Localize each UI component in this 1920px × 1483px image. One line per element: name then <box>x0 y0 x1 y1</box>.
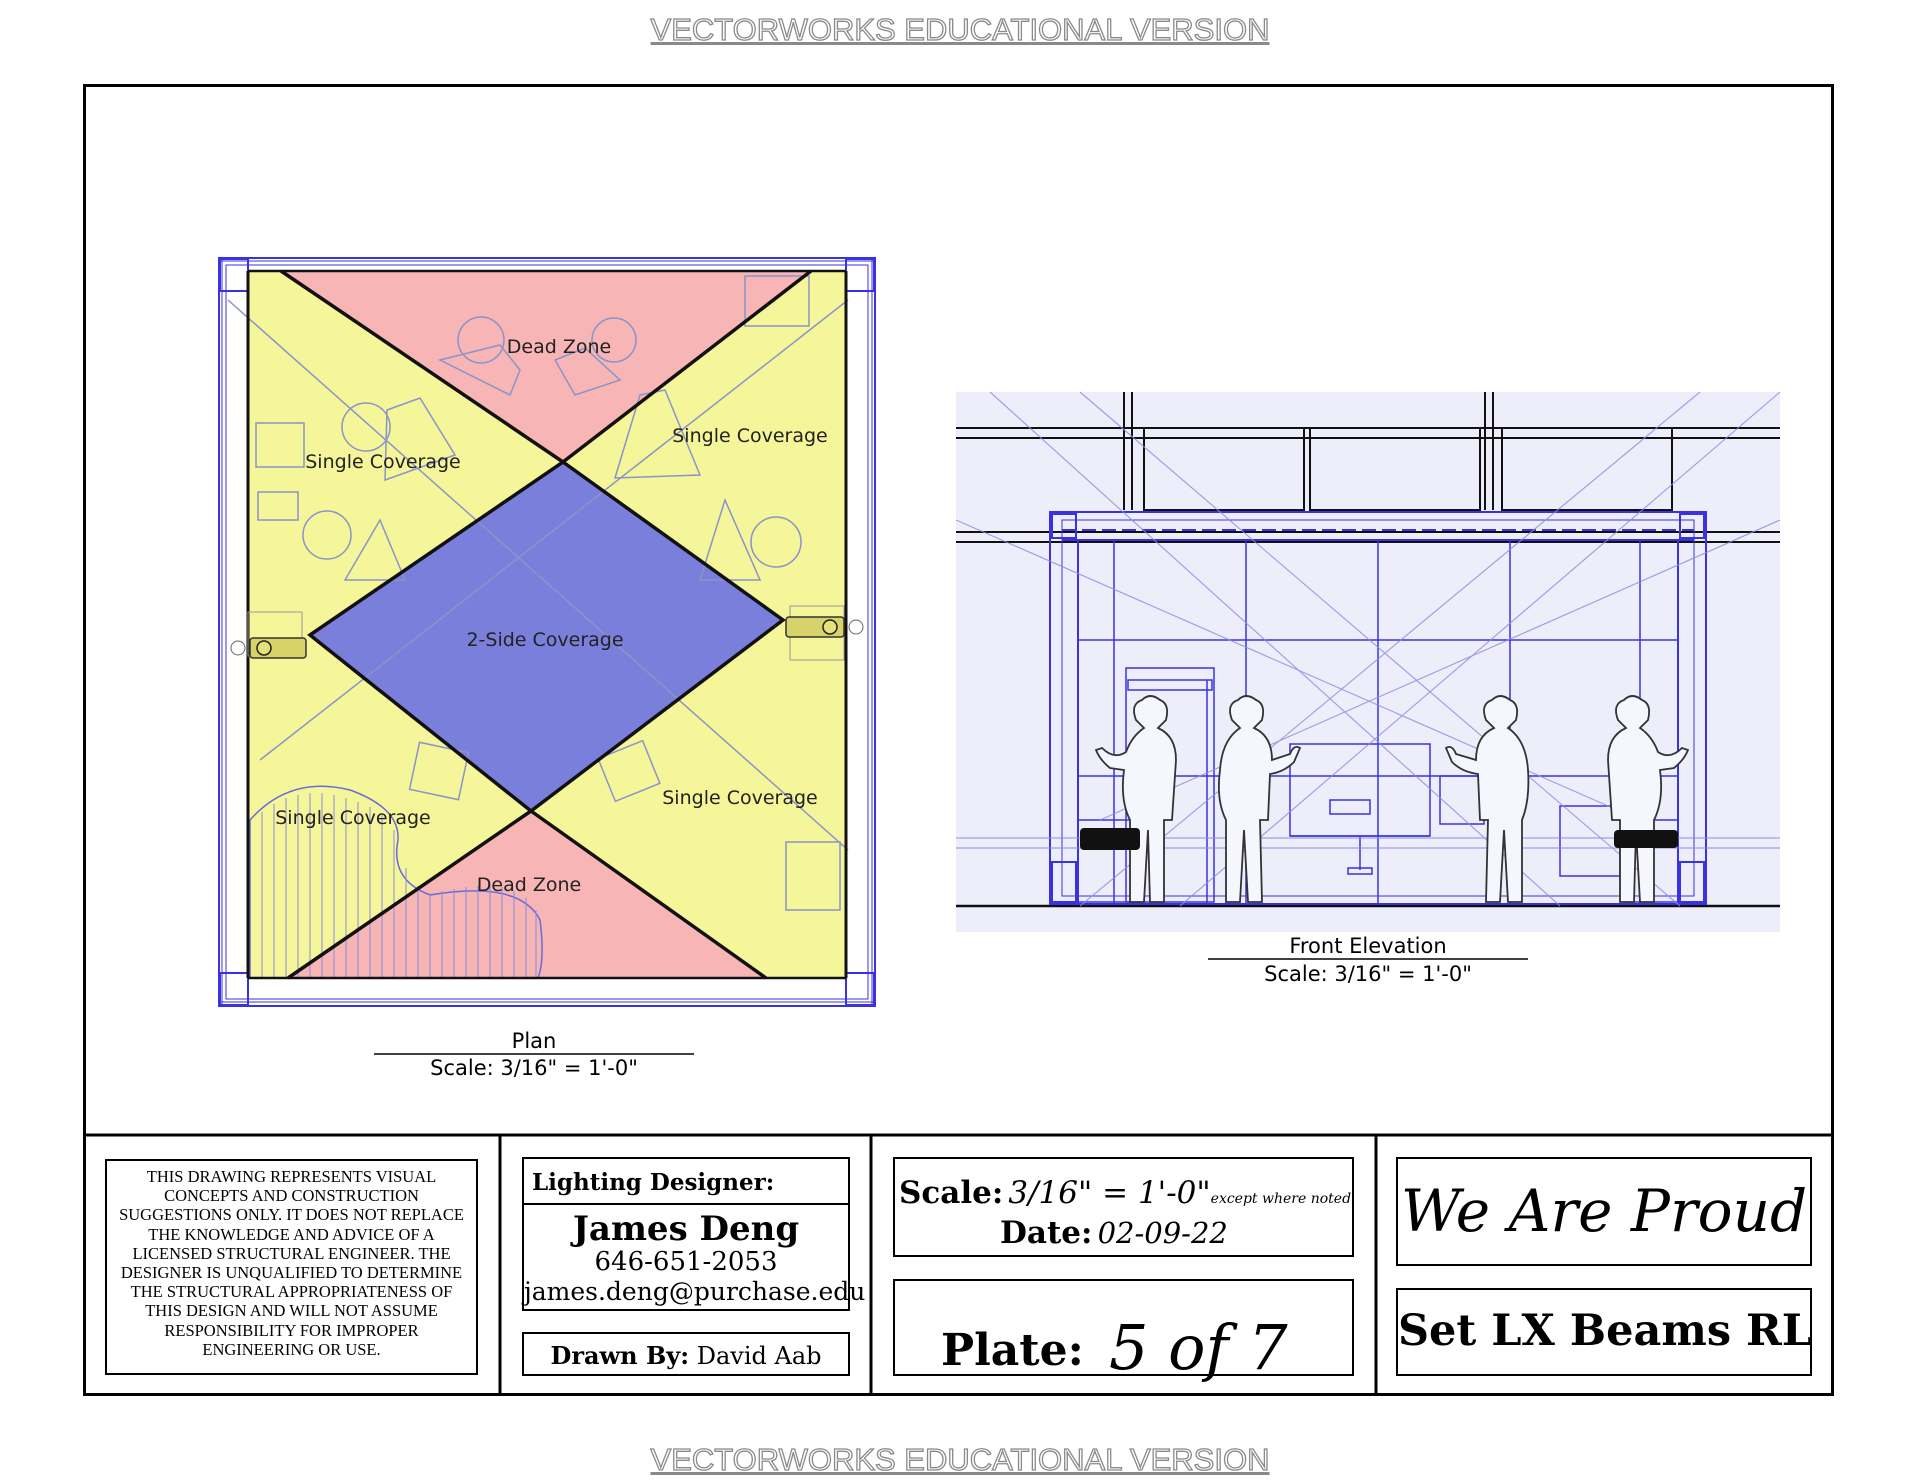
designer-phone: 646-651-2053 <box>594 1247 778 1277</box>
plan-corner-br <box>845 972 875 1006</box>
dead-zone-bottom <box>288 811 766 978</box>
actor-4 <box>1607 695 1690 903</box>
fixture-right <box>785 605 864 661</box>
sheet-title: Set LX Beams RL <box>1398 1306 1813 1356</box>
plan-truss-inner <box>225 264 869 1000</box>
title-block-dividers <box>83 1133 1834 1396</box>
label-two-side-coverage: 2-Side Coverage <box>466 629 623 651</box>
plate-label: Plate: <box>941 1325 1084 1376</box>
designer-email: james.deng@purchase.edu <box>524 1277 866 1306</box>
two-side-coverage-zone <box>310 462 783 811</box>
sheet-title-box: Set LX Beams RL <box>1396 1288 1812 1376</box>
disclaimer-box: THIS DRAWING REPRESENTS VISUAL CONCEPTS … <box>105 1159 478 1375</box>
show-title: We Are Proud <box>1400 1177 1808 1245</box>
label-single-coverage-tl: Single Coverage <box>305 451 460 473</box>
scale-label: Scale: <box>899 1175 1004 1211</box>
plan-view: Dead Zone Single Coverage Single Coverag… <box>218 257 876 1080</box>
watermark-top: VECTORWORKS EDUCATIONAL VERSION <box>650 11 1270 47</box>
actor-silhouettes <box>1094 695 1690 903</box>
designer-label: Lighting Designer: <box>532 1169 775 1196</box>
label-dead-zone-top: Dead Zone <box>507 336 611 358</box>
plan-scale: Scale: 3/16" = 1'-0" <box>430 1056 638 1080</box>
scale-date-box: Scale: 3/16" = 1'-0"except where noted D… <box>893 1157 1354 1257</box>
label-single-coverage-br: Single Coverage <box>662 787 817 809</box>
scale-value: 3/16" = 1'-0" <box>1008 1175 1211 1211</box>
date-label: Date: <box>1000 1215 1093 1251</box>
plan-corner-bl <box>219 972 249 1006</box>
plan-corner-tl <box>219 258 249 292</box>
plate-box: Plate: 5 of 7 <box>893 1279 1354 1384</box>
beam-coverage-lines <box>246 269 848 980</box>
date-value: 02-09-22 <box>1097 1216 1228 1250</box>
label-single-coverage-tr: Single Coverage <box>672 425 827 447</box>
designer-label-box: Lighting Designer: <box>522 1157 850 1205</box>
actor-1 <box>1094 695 1177 903</box>
show-title-box: We Are Proud <box>1396 1157 1812 1266</box>
drawn-by-box: Drawn By: David Aab <box>522 1332 850 1376</box>
elevation-fixtures <box>1080 828 1678 850</box>
label-single-coverage-bl: Single Coverage <box>275 807 430 829</box>
plan-scenery-outlines <box>227 275 849 911</box>
plan-corner-tr <box>845 258 875 292</box>
dead-zone-top <box>281 271 811 462</box>
watermark-bottom: VECTORWORKS EDUCATIONAL VERSION <box>650 1441 1270 1477</box>
front-elevation-view: Front Elevation Scale: 3/16" = 1'-0" <box>955 391 1781 986</box>
plan-title: Plan <box>512 1029 557 1053</box>
elevation-truss <box>1049 511 1707 905</box>
drawn-by-name: David Aab <box>696 1342 822 1370</box>
scale-note: except where noted <box>1210 1191 1352 1207</box>
drawing-sheet-border <box>83 84 1834 1396</box>
elevation-building-lines <box>956 392 1780 908</box>
actor-2 <box>1217 695 1302 903</box>
label-dead-zone-bottom: Dead Zone <box>477 874 581 896</box>
actor-3 <box>1444 695 1530 903</box>
plan-truss-outer <box>218 257 876 1007</box>
drawn-by-label: Drawn By: <box>550 1341 690 1370</box>
disclaimer-text: THIS DRAWING REPRESENTS VISUAL CONCEPTS … <box>119 1167 464 1359</box>
elevation-scale: Scale: 3/16" = 1'-0" <box>1264 962 1472 986</box>
elevation-title: Front Elevation <box>1289 934 1446 958</box>
designer-name: James Deng <box>572 1209 800 1249</box>
designer-info-box: James Deng 646-651-2053 james.deng@purch… <box>522 1203 866 1311</box>
fixture-left <box>230 611 307 659</box>
plate-value: 5 of 7 <box>1108 1311 1288 1384</box>
